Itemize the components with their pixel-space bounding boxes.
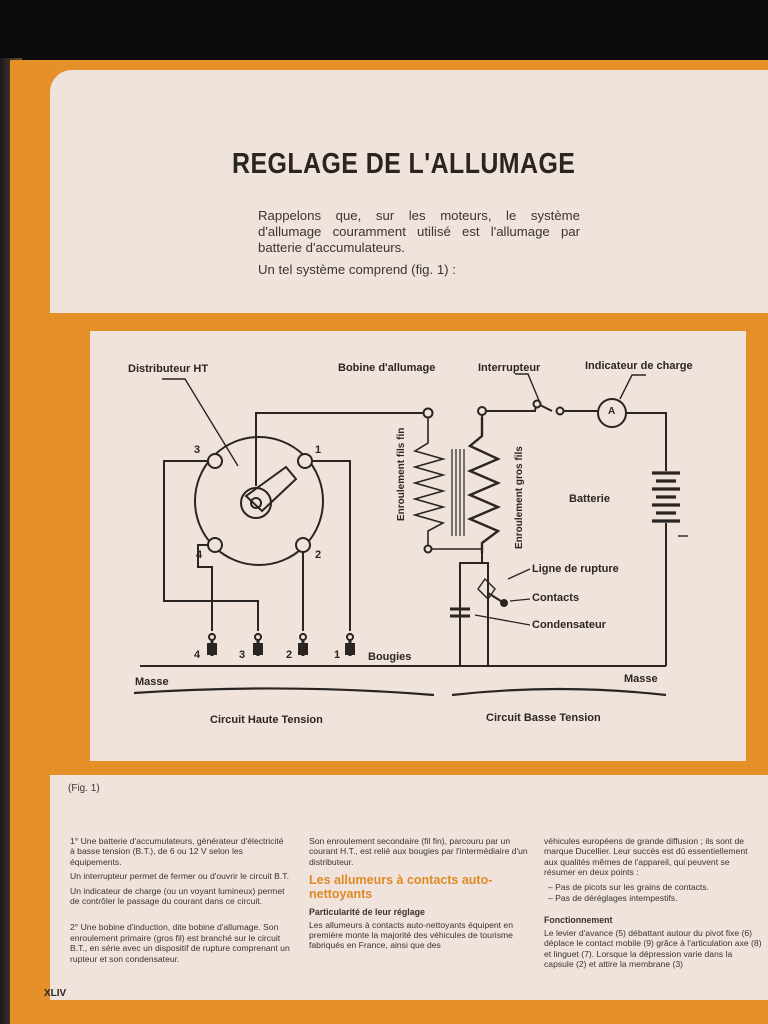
col3-paragraph-1: véhicules européens de grande diffusion … (544, 836, 748, 878)
plug-wire-1 (312, 460, 351, 631)
terminal-label-3: 3 (194, 444, 201, 456)
label-indicateur: Indicateur de charge (585, 360, 693, 372)
label-circuit-ht: Circuit Haute Tension (210, 714, 323, 726)
section-heading: Les allumeurs à contacts auto-nettoyants (309, 873, 493, 902)
terminal-label-2: 2 (315, 549, 322, 561)
distributor-terminal-4 (207, 537, 223, 553)
distributor-body (194, 436, 324, 566)
col3-subheading: Fonctionnement (544, 915, 613, 926)
col3-paragraph-2: Le levier d'avance (5) débattant autour … (544, 927, 762, 970)
ignition-diagram: Distributeur HT Bobine d'allumage Interr… (90, 331, 746, 761)
plug-wire-4 (197, 544, 213, 631)
col2-paragraph-1: Son enroulement secondaire (fil fin), pa… (309, 836, 528, 867)
col1-paragraph-3: Un indicateur de charge (ou un voyant lu… (70, 885, 285, 907)
label-ligne-rupture: Ligne de rupture (532, 563, 619, 575)
distributor-terminal-3 (207, 453, 223, 469)
col3-bullet-1: – Pas de picots sur les grains de contac… (548, 881, 709, 892)
primary-winding (466, 417, 502, 553)
col2-subheading: Particularité de leur réglage (309, 907, 425, 918)
label-masse-left: Masse (135, 676, 169, 688)
label-distributeur: Distributeur HT (128, 363, 209, 375)
terminal-label-4: 4 (196, 549, 203, 561)
col1-paragraph-2: Un interrupteur permet de fermer ou d'ou… (70, 871, 289, 882)
plug-label-4: 4 (194, 649, 201, 661)
breaker-cam (477, 577, 496, 601)
plug-wire-3 (163, 460, 259, 631)
wiring-diagram-svg (133, 373, 688, 697)
intro-paragraph: Rappelons que, sur les moteurs, le systè… (258, 208, 580, 255)
bt-circuit-brace (451, 687, 667, 697)
text-column-2: Son enroulement secondaire (fil fin), pa… (309, 836, 529, 955)
rotor-arm (244, 465, 298, 513)
label-interrupteur: Interrupteur (478, 362, 541, 374)
plug-label-2: 2 (286, 649, 293, 661)
plug-label-3: 3 (239, 649, 246, 661)
label-masse-right: Masse (624, 673, 658, 685)
switch-wire (481, 404, 537, 417)
col3-bullet-2: – Pas de déréglages intempestifs. (548, 893, 678, 904)
distributor-terminal-1 (297, 453, 313, 469)
contacts-wire (482, 562, 489, 666)
ht-circuit-brace (133, 687, 435, 697)
distributor-terminal-2 (295, 537, 311, 553)
battery-plates (652, 471, 680, 523)
page-title: REGLAGE DE L'ALLUMAGE (232, 148, 576, 180)
ammeter-letter: A (608, 406, 616, 417)
ht-wire-coil (255, 412, 428, 486)
plug-label-1: 1 (334, 649, 341, 661)
rotor-hub (240, 487, 272, 519)
secondary-winding (412, 417, 446, 549)
figure-caption: (Fig. 1) (68, 783, 100, 794)
distributor-pointer (162, 378, 239, 467)
label-batterie: Batterie (569, 493, 610, 505)
intro-figure-reference: Un tel système comprend (fig. 1) : (258, 262, 456, 277)
rotor-center (250, 497, 262, 509)
label-condensateur: Condensateur (532, 619, 606, 631)
label-contacts: Contacts (532, 592, 580, 604)
col2-paragraph-2: Les allumeurs à contacts auto-nettoyants… (309, 919, 513, 951)
label-enroulement-gros: Enroulement gros fils (514, 446, 525, 549)
page-number: XLIV (44, 988, 67, 999)
text-column-3: véhicules européens de grande diffusion … (544, 836, 763, 973)
col1-paragraph-1: 1° Une batterie d'accumulateurs, générat… (70, 836, 284, 867)
text-column-1: 1° Une batterie d'accumulateurs, générat… (70, 836, 290, 968)
col1-paragraph-4: 2° Une bobine d'induction, dite bobine d… (70, 922, 290, 964)
terminal-label-1: 1 (315, 444, 322, 456)
label-circuit-bt: Circuit Basse Tension (486, 712, 601, 724)
label-enroulement-fin: Enroulement fils fin (396, 427, 407, 521)
ammeter-wire (626, 412, 667, 471)
label-bougies: Bougies (368, 651, 412, 663)
label-bobine: Bobine d'allumage (338, 362, 436, 374)
